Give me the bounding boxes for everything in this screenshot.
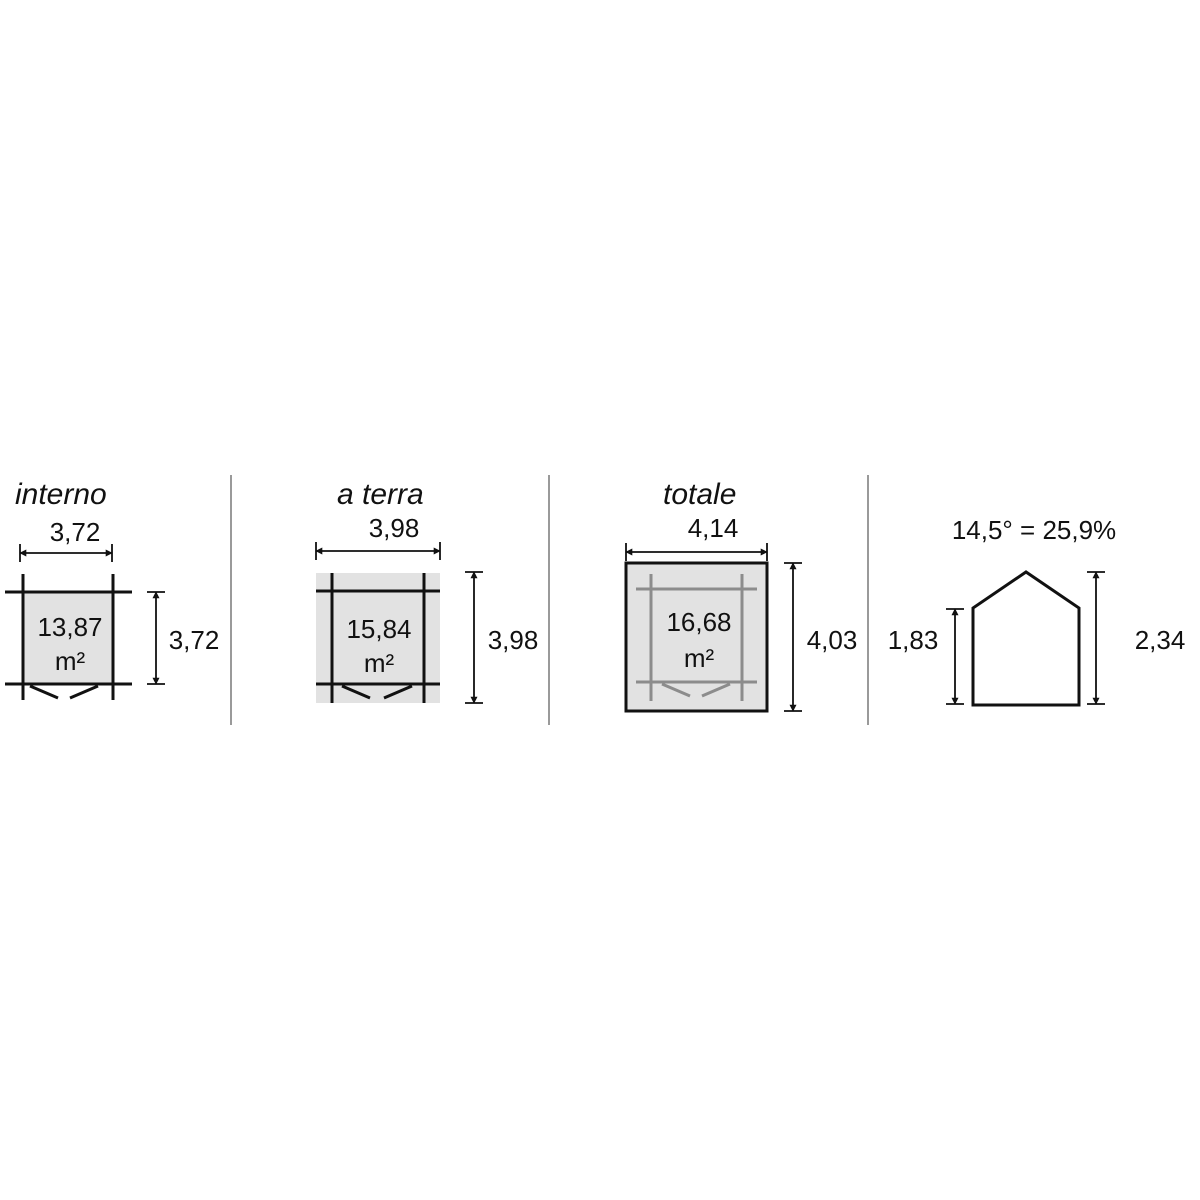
area-unit: m² xyxy=(364,648,395,678)
width-label: 3,72 xyxy=(50,517,101,547)
ridge-height-label: 2,34 xyxy=(1135,625,1186,655)
height-label: 3,98 xyxy=(488,625,539,655)
door-symbol xyxy=(29,684,59,700)
floor-area xyxy=(23,592,113,684)
door-symbol xyxy=(69,684,99,700)
door-symbol xyxy=(661,682,691,698)
panel-interno: interno 3,72 13,87 m² 3,72 xyxy=(5,478,219,700)
area-value: 13,87 xyxy=(37,612,102,642)
area-value: 16,68 xyxy=(666,607,731,637)
area-unit: m² xyxy=(55,646,86,676)
area-value: 15,84 xyxy=(346,614,411,644)
door-symbol xyxy=(383,684,413,700)
height-label: 4,03 xyxy=(807,625,858,655)
width-label: 4,14 xyxy=(688,513,739,543)
wall-height-label: 1,83 xyxy=(888,625,939,655)
roof-pitch-label: 14,5° = 25,9% xyxy=(952,515,1116,545)
area-unit: m² xyxy=(684,643,715,673)
panel-title: totale xyxy=(663,478,736,511)
panel-title: a terra xyxy=(337,478,424,511)
roof-outline xyxy=(624,561,769,713)
door-symbol xyxy=(341,684,371,700)
width-label: 3,98 xyxy=(369,513,420,543)
panel-a-terra: a terra 3,98 15,84 m² 3,98 xyxy=(315,478,539,704)
house-profile-outline xyxy=(971,570,1081,707)
panel-title: interno xyxy=(15,478,107,511)
height-label: 3,72 xyxy=(169,625,220,655)
floor-area xyxy=(316,573,440,703)
panel-roof-profile: 14,5° = 25,9% 1,83 2,34 xyxy=(888,515,1186,707)
panel-totale: totale 4,14 16,68 m² 4,03 xyxy=(624,478,858,713)
door-symbol xyxy=(701,682,731,698)
